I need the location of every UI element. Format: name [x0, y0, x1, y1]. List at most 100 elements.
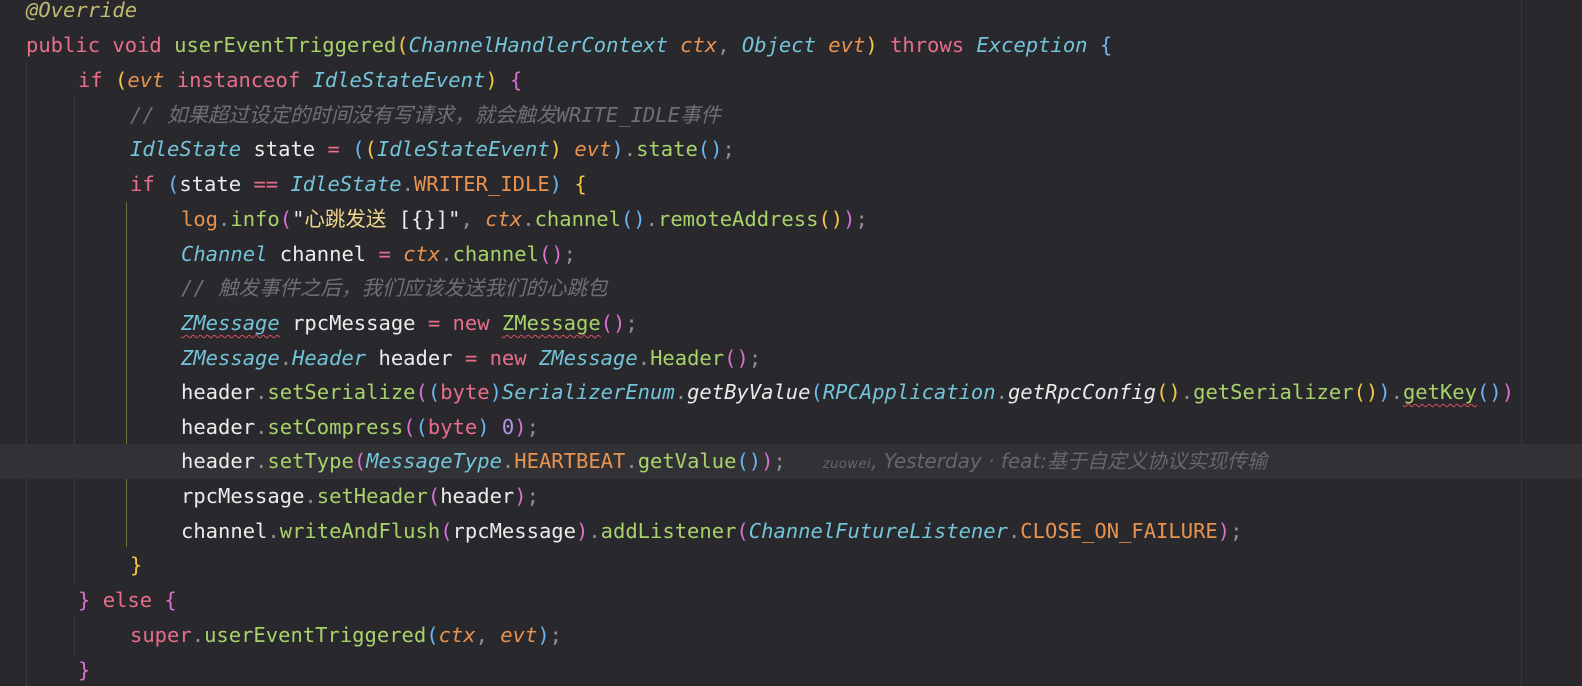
keyword-byte: byte — [440, 380, 490, 404]
method-call: channel — [452, 242, 539, 266]
type-name: MessageType — [366, 449, 502, 473]
type-name-unresolved: ZMessage — [181, 311, 280, 335]
indent-guide-level2 — [74, 97, 75, 582]
variable: evt — [500, 623, 538, 647]
code-line-20: } — [78, 658, 91, 682]
keyword-byte: byte — [427, 415, 478, 439]
variable: header — [440, 484, 515, 508]
keyword-void: void — [112, 33, 162, 57]
type-name: RPCApplication — [822, 380, 996, 404]
method-call: getValue — [637, 449, 737, 473]
code-line-17: } — [130, 553, 143, 577]
keyword-new: new — [489, 346, 527, 370]
param-name: ctx — [680, 33, 718, 57]
code-line-6: if (state == IdleState.WRITER_IDLE) { — [130, 172, 587, 196]
code-line-19: super.userEventTriggered(ctx, evt); — [130, 623, 563, 647]
number-literal: 0 — [501, 415, 515, 439]
comment: // 如果超过设定的时间没有写请求，就会触发WRITE_IDLE事件 — [130, 103, 721, 127]
code-line-2: public void userEventTriggered(ChannelHa… — [26, 33, 1113, 57]
method-name: userEventTriggered — [174, 33, 397, 57]
type-name: ChannelFutureListener — [748, 519, 1008, 543]
variable: evt — [127, 68, 165, 92]
variable: header — [181, 380, 256, 404]
variable: ctx — [403, 242, 441, 266]
variable: rpcMessage — [292, 311, 416, 335]
indent-guide-level2-else — [74, 617, 75, 657]
code-line-18: } else { — [78, 588, 177, 612]
code-line-1: @Override — [0, 0, 1582, 28]
type-name: IdleState — [130, 137, 242, 161]
code-line-15: rpcMessage.setHeader(header); — [181, 484, 539, 508]
log-object: log — [181, 207, 219, 231]
code-line-5: IdleState state = ((IdleStateEvent) evt)… — [130, 137, 735, 161]
method-call: setType — [267, 449, 354, 473]
type-name: ZMessage — [181, 346, 280, 370]
code-line-13: header.setCompress((byte) 0); — [181, 415, 539, 439]
code-line-9: // 触发事件之后，我们应该发送我们的心跳包 — [0, 271, 1582, 306]
annotation-override: @Override — [26, 0, 138, 22]
method-call: writeAndFlush — [279, 519, 441, 543]
variable: state — [179, 172, 242, 196]
keyword-instanceof: instanceof — [176, 68, 301, 92]
string-literal: 心跳发送 — [304, 207, 387, 231]
variable: evt — [574, 137, 612, 161]
code-line-10: ZMessage rpcMessage = new ZMessage(); — [181, 311, 638, 335]
method-call: getSerializer — [1193, 380, 1354, 404]
method-call: addListener — [600, 519, 737, 543]
blame-message: feat:基于自定义协议实现传输 — [1000, 449, 1268, 473]
variable: rpcMessage — [181, 484, 305, 508]
param-type: Object — [741, 33, 816, 57]
keyword-if: if — [78, 68, 103, 92]
constructor-call: ZMessage — [501, 311, 601, 335]
code-line-11: ZMessage.Header header = new ZMessage.He… — [181, 346, 762, 370]
type-name: IdleStateEvent — [312, 68, 486, 92]
variable: rpcMessage — [452, 519, 576, 543]
variable: channel — [181, 519, 268, 543]
git-blame-annotation[interactable]: zuowei, Yesterday · feat:基于自定义协议实现传输 — [822, 449, 1268, 473]
paren: ( — [396, 33, 409, 57]
code-line-7: log.info("心跳发送 [{}]", ctx.channel().remo… — [181, 207, 868, 231]
variable: header — [181, 449, 256, 473]
code-line-16: channel.writeAndFlush(rpcMessage).addLis… — [181, 519, 1243, 543]
keyword-throws: throws — [890, 33, 965, 57]
keyword-super: super — [130, 623, 192, 647]
indent-guide-level3-active — [126, 202, 127, 547]
constructor-call: Header — [650, 346, 725, 370]
method-call: setSerialize — [267, 380, 416, 404]
code-line-4: // 如果超过设定的时间没有写请求，就会触发WRITE_IDLE事件 — [0, 98, 1582, 133]
method-call: userEventTriggered — [204, 623, 427, 647]
keyword-new: new — [452, 311, 490, 335]
indent-guide-level1 — [26, 62, 27, 686]
method-call: setHeader — [316, 484, 428, 508]
blame-author: zuowei — [822, 457, 872, 472]
comment: // 触发事件之后，我们应该发送我们的心跳包 — [181, 276, 608, 300]
keyword-if: if — [130, 172, 155, 196]
variable: ctx — [438, 623, 476, 647]
type-name: IdleStateEvent — [376, 137, 550, 161]
method-call-unresolved: getKey — [1402, 380, 1477, 404]
type-name: IdleState — [290, 172, 402, 196]
type-name: Header — [292, 346, 367, 370]
variable: ctx — [485, 207, 523, 231]
blame-time: Yesterday — [883, 449, 982, 473]
keyword-public: public — [26, 33, 101, 57]
constant: WRITER_IDLE — [413, 172, 550, 196]
exception-type: Exception — [976, 33, 1088, 57]
code-line-8: Channel channel = ctx.channel(); — [181, 242, 576, 266]
method-call: info — [230, 207, 280, 231]
type-name: SerializerEnum — [501, 380, 675, 404]
static-method-call: getByValue — [687, 380, 811, 404]
code-line-3: if (evt instanceof IdleStateEvent) { — [78, 68, 523, 92]
constant: HEARTBEAT — [514, 449, 626, 473]
type-name: ZMessage — [538, 346, 638, 370]
variable: channel — [279, 242, 367, 266]
variable: header — [378, 346, 453, 370]
variable: header — [181, 415, 256, 439]
method-call: state — [636, 137, 698, 161]
variable: state — [253, 137, 316, 161]
code-line-12: header.setSerialize((byte)SerializerEnum… — [181, 380, 1515, 404]
code-line-14-current[interactable]: header.setType(MessageType.HEARTBEAT.get… — [0, 444, 1582, 479]
constant: CLOSE_ON_FAILURE — [1020, 519, 1218, 543]
static-method-call: getRpcConfig — [1007, 380, 1157, 404]
